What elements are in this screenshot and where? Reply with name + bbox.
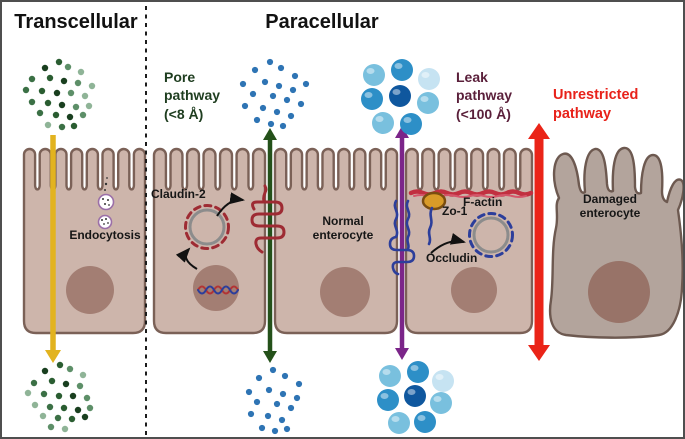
unrestricted-arrow [528, 123, 550, 361]
large-molecule-spheres-bottom [377, 361, 454, 434]
zo1-label: Zo-1 [442, 204, 468, 218]
nucleus-to-vesicle-arrow [175, 247, 198, 270]
transcellular-title: Transcellular [14, 11, 138, 33]
small-solute-dots-top [22, 58, 96, 131]
nucleus [451, 267, 497, 313]
pore-pathway-label: Pore pathway (<8 Å) [164, 69, 221, 122]
nucleus [320, 267, 370, 317]
transcellular-arrow [45, 135, 61, 363]
vesicle-to-junction-arrow [216, 192, 245, 217]
molecule-clusters [22, 58, 454, 435]
nucleus [66, 266, 114, 314]
occludin-vesicle [468, 212, 514, 258]
damaged-nucleus [588, 261, 650, 323]
endocytosis-vesicles [97, 177, 115, 230]
process-arrows [175, 192, 466, 270]
small-ion-dots-bottom [245, 366, 303, 435]
f-actin-label: F-actin [463, 195, 503, 209]
unrestricted-pathway-label: Unrestricted pathway [553, 87, 639, 123]
nuclei [66, 261, 650, 323]
claudin2-vesicle [184, 204, 230, 250]
claudin2-label: Claudin-2 [151, 187, 206, 201]
small-solute-dots-bottom [24, 361, 94, 433]
leak-pathway-label: Leak pathway (<100 Å) [456, 69, 513, 122]
endocytosis-label: Endocytosis [69, 228, 141, 242]
leak-arrow [395, 126, 409, 360]
endosome [97, 214, 113, 230]
occludin-junction-protein [388, 199, 434, 276]
pathway-arrows [45, 123, 550, 363]
claudin2-junction-protein [250, 184, 286, 254]
paracellular-title: Paracellular [265, 11, 379, 33]
endosome [97, 193, 115, 211]
occludin-label: Occludin [426, 251, 478, 265]
occludin-arrow [430, 233, 466, 254]
pore-arrow [263, 128, 277, 363]
damaged-enterocyte-label: Damaged enterocyte [579, 192, 641, 221]
large-molecule-spheres-top [361, 59, 440, 135]
normal-enterocyte-label: Normal enterocyte [312, 214, 374, 243]
dna-helix [197, 285, 239, 295]
small-ion-dots-top [239, 58, 310, 130]
zo1-protein [421, 191, 447, 211]
